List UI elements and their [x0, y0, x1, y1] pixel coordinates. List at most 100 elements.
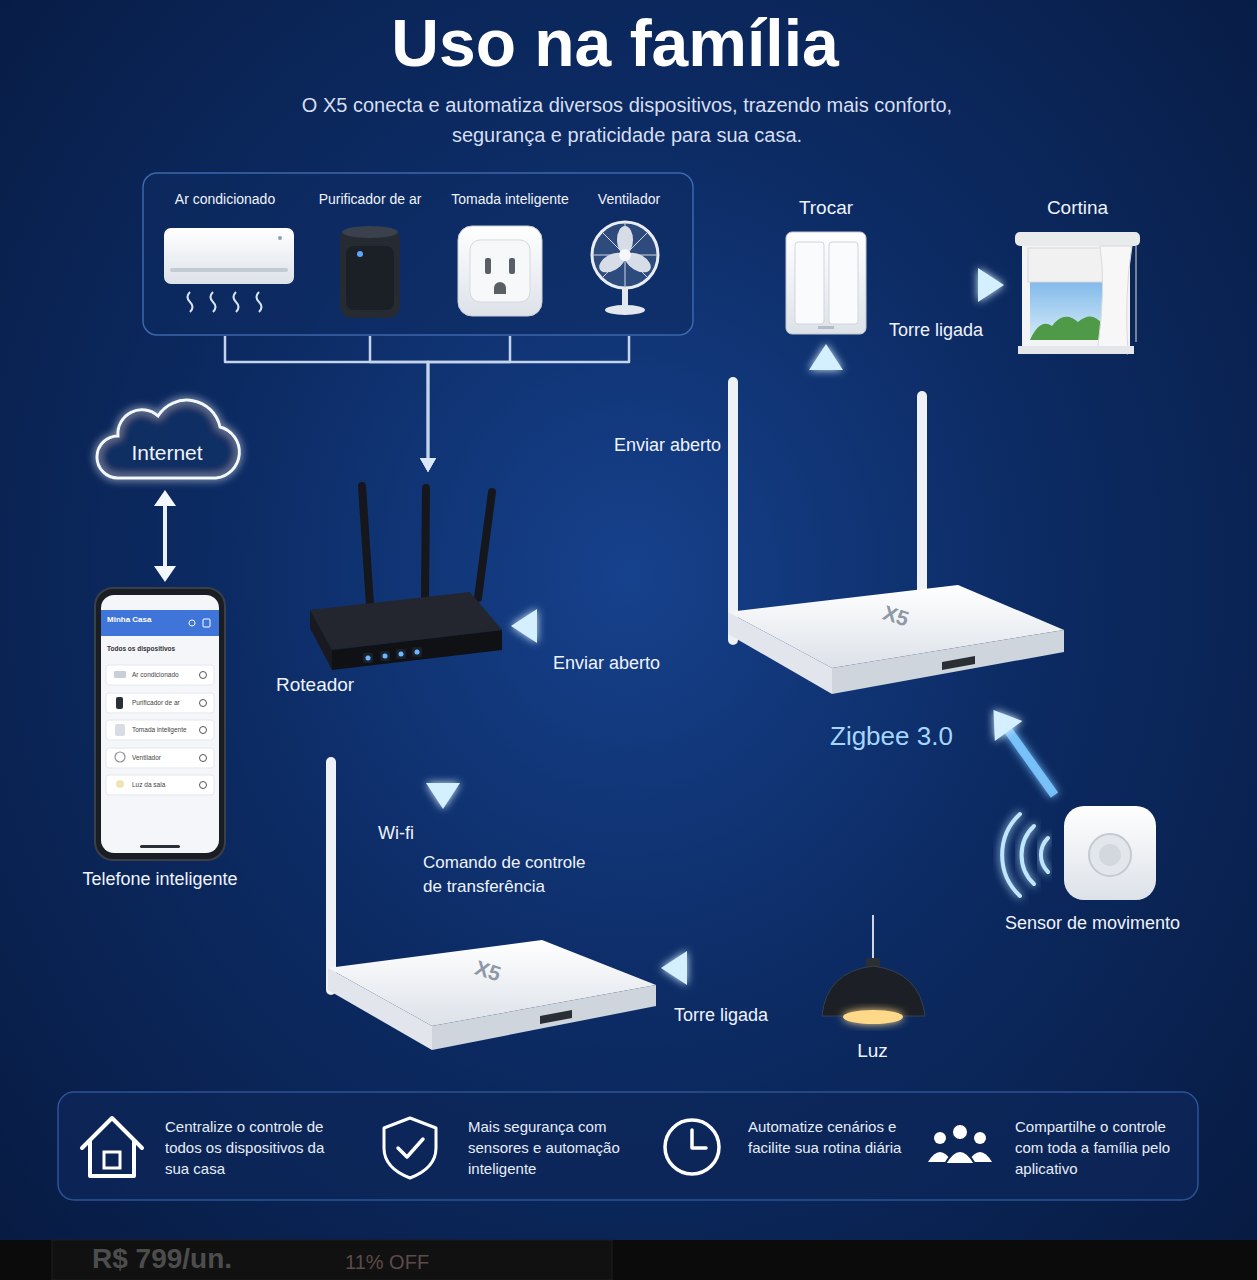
- curtain-icon: [1015, 232, 1140, 354]
- pendant-lamp-icon: [872, 915, 874, 962]
- router-node: Roteador: [270, 478, 505, 695]
- phone-icon: [114, 671, 126, 678]
- phone-icon: [200, 782, 207, 789]
- x5-hub-icon: [432, 985, 656, 1050]
- node-label: Tomada inteligente: [451, 191, 569, 209]
- x5-hub-icon: [728, 382, 1064, 694]
- pendant-lamp-icon: [822, 966, 925, 1016]
- connector: [994, 710, 1055, 795]
- router-icon: [399, 652, 404, 657]
- price-bar: [0, 1240, 1257, 1280]
- phone-icon: [116, 780, 124, 788]
- air-conditioner-icon: [278, 236, 282, 240]
- shield-icon: [398, 1139, 423, 1157]
- screen-text: Todos os dispositivos: [107, 645, 175, 653]
- x5-hub-icon: [328, 762, 656, 1050]
- wall-switch-icon: [795, 242, 824, 324]
- air-purifier-icon: [342, 226, 398, 238]
- edge-label: Enviar aberto: [553, 652, 660, 675]
- connector-line: [163, 501, 167, 571]
- device-marking: X5: [472, 955, 505, 988]
- router-icon: [383, 654, 388, 659]
- connector-line: [822, 362, 831, 494]
- motion-sensor-icon: [1041, 838, 1048, 872]
- motion-sensor-icon: [1022, 826, 1034, 884]
- home-icon: [82, 1118, 142, 1176]
- motion-sensor-icon: [1099, 844, 1121, 866]
- connector: [661, 951, 809, 985]
- connector-line: [428, 336, 510, 462]
- home-icon: [104, 1152, 120, 1168]
- arrowhead: [154, 490, 176, 506]
- smart-plug-icon: [470, 240, 530, 302]
- air-conditioner-icon: [211, 292, 216, 312]
- phone-icon: [115, 724, 125, 736]
- price-text: R$ 799/un.: [92, 1243, 232, 1275]
- phone-icon: [106, 748, 214, 768]
- screen-text: Ar condicionado: [132, 671, 179, 679]
- price-bar: [52, 1240, 612, 1280]
- connector-line: [428, 336, 629, 462]
- air-conditioner-icon: [234, 292, 239, 312]
- screen-text: Luz da sala: [132, 781, 165, 789]
- motion-sensor-icon: [1002, 806, 1156, 900]
- smart-plug-icon: [509, 258, 515, 274]
- arrowhead: [154, 566, 176, 582]
- curtain-icon: [1135, 246, 1137, 342]
- phone-icon: [106, 665, 214, 685]
- node-label: Telefone inteligente: [82, 868, 237, 891]
- phone-node: Telefone inteligenteMinha CasaTodos os d…: [78, 588, 242, 893]
- router-icon: [332, 630, 502, 670]
- smart-plug-icon: [494, 282, 506, 294]
- phone-icon: [140, 845, 180, 848]
- sensor-node: Sensor de movimento: [995, 800, 1190, 937]
- arrowhead: [511, 609, 537, 643]
- title: Uso na família: [0, 2, 1230, 85]
- clock-icon: [665, 1120, 719, 1174]
- router-icon: [425, 488, 426, 600]
- arrowhead: [426, 783, 460, 809]
- motion-sensor-icon: [1089, 834, 1131, 876]
- discount-text: 11% OFF: [345, 1249, 429, 1275]
- phone-icon: [116, 697, 123, 709]
- feature-text: Compartilhe o controle com toda a famíli…: [1015, 1116, 1193, 1179]
- connector-line: [225, 336, 428, 462]
- smart-plug-icon: [485, 258, 491, 274]
- connector-line: [529, 622, 719, 631]
- phone-icon: [115, 752, 125, 762]
- node-label: Roteador: [276, 673, 354, 697]
- switch-node: Trocar: [780, 196, 872, 338]
- node-label: Sensor de movimento: [1005, 912, 1180, 935]
- air-conditioner-icon: [257, 292, 262, 312]
- curtain-icon: [1018, 346, 1134, 354]
- edge-label: Torre ligada: [674, 1004, 768, 1027]
- air-purifier-icon: [340, 226, 400, 318]
- x5-hub-icon: [326, 762, 336, 990]
- phone-icon: [200, 755, 207, 762]
- device-marking: X5: [880, 600, 913, 633]
- people-icon: [974, 1132, 986, 1144]
- feature-text: Automatize cenários e facilite sua rotin…: [748, 1116, 908, 1158]
- connector: [154, 490, 176, 582]
- subtitle: O X5 conecta e automatiza diversos dispo…: [297, 90, 957, 150]
- x5-hub-icon: [917, 396, 927, 605]
- x5-hub-icon: [832, 630, 1064, 694]
- x5-hub-icon: [328, 968, 432, 1050]
- arrowhead: [809, 344, 843, 370]
- connector: [420, 336, 629, 472]
- edge-label: Enviar aberto: [614, 434, 721, 457]
- note-text: Comando de controle de transferência: [423, 851, 598, 899]
- router-icon: [362, 486, 370, 605]
- device-node: Purificador de ar: [305, 185, 435, 330]
- air-conditioner-icon: [170, 268, 288, 272]
- arrowhead: [661, 951, 687, 985]
- people-icon: [945, 1151, 975, 1164]
- air-conditioner-icon: [164, 228, 294, 312]
- clock-icon: [665, 1120, 719, 1174]
- fan-icon: [605, 305, 645, 315]
- phone-icon: [106, 693, 214, 713]
- people-icon: [928, 1124, 992, 1164]
- curtain-icon: [1098, 246, 1132, 354]
- connector-line: [1004, 725, 1054, 795]
- shield-icon: [384, 1118, 436, 1178]
